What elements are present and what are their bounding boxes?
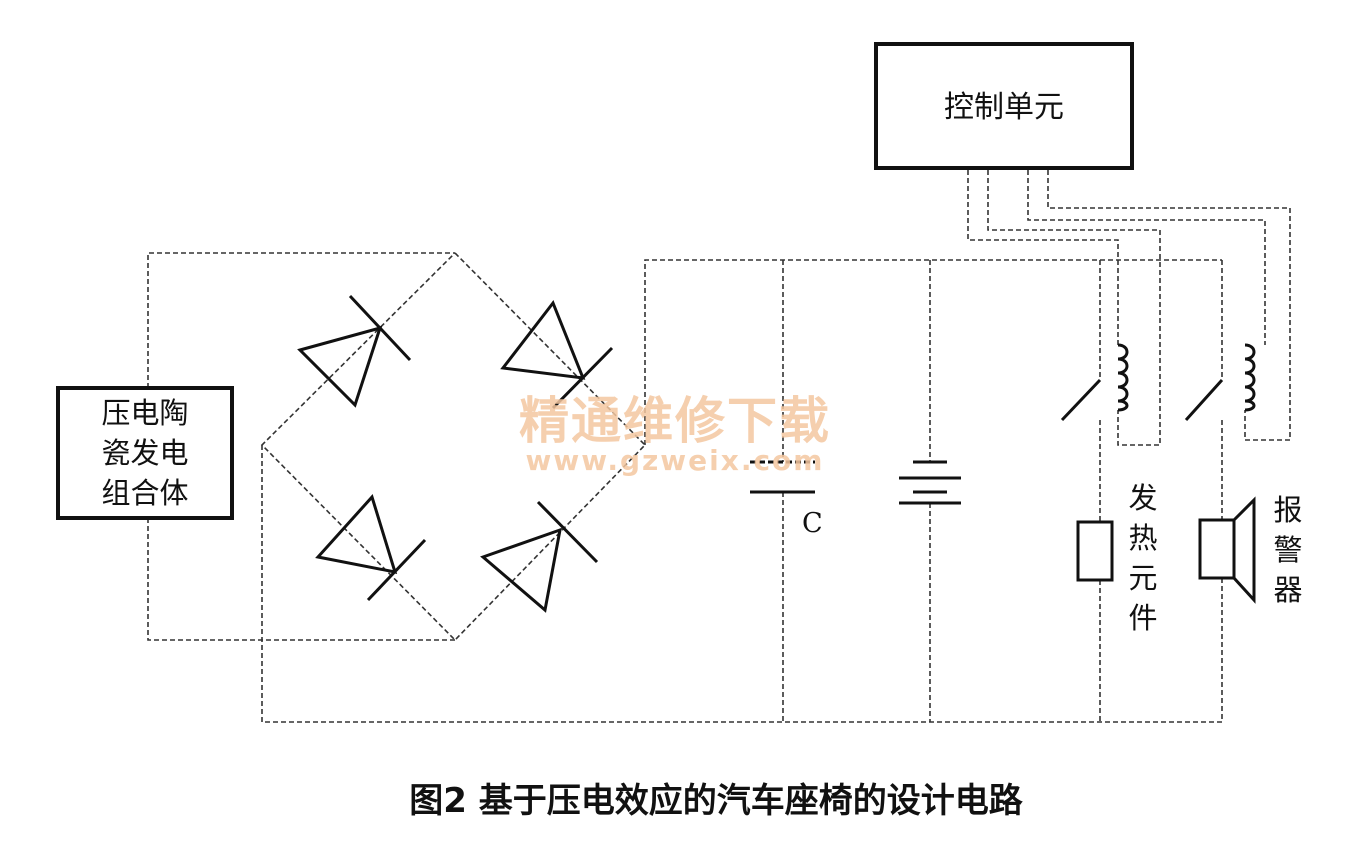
wire-control-3 — [1027, 170, 1266, 345]
diode-bottom-right — [480, 500, 599, 613]
relay-heater-coil — [1117, 343, 1129, 412]
watermark-title: 精通维修下载 — [519, 392, 831, 450]
wire-control-1 — [967, 170, 1119, 345]
wire-bridge-positive — [644, 259, 1222, 445]
battery — [899, 460, 961, 505]
speaker-cone-icon — [1232, 496, 1256, 604]
heater-label-4: 件 — [1128, 601, 1157, 635]
bridge-rectifier — [297, 294, 614, 613]
speaker-body-icon — [1198, 518, 1236, 580]
wire-control-4 — [1047, 170, 1291, 441]
circuit-wires — [147, 170, 1291, 723]
control-unit: 控制单元 — [874, 42, 1134, 170]
diode-bottom-left — [315, 494, 427, 602]
wire-generator-bottom — [147, 518, 455, 641]
generator-label-line2: 瓷发电 — [101, 436, 188, 470]
relay-heater — [1060, 343, 1129, 422]
wire-bridge-diamond — [260, 252, 647, 642]
capacitor-label: C — [802, 508, 823, 539]
figure-caption: 图2 基于压电效应的汽车座椅的设计电路 — [409, 781, 1023, 821]
capacitor: C — [750, 460, 823, 539]
alarm-speaker: 报 警 器 — [1198, 493, 1303, 607]
heater-element: 发 热 元 件 — [1076, 481, 1158, 635]
watermark: 精通维修下载 www.gzweix.com — [519, 392, 831, 477]
wire-control-2 — [987, 170, 1161, 446]
wire-bridge-negative — [261, 445, 1222, 723]
wire-generator-top — [147, 252, 455, 388]
diode-top-right — [500, 299, 614, 410]
relay-alarm-switch — [1184, 378, 1224, 422]
control-unit-label: 控制单元 — [944, 90, 1064, 125]
piezo-generator-box — [56, 386, 234, 520]
watermark-url: www.gzweix.com — [526, 444, 825, 477]
generator-label-line3: 组合体 — [101, 476, 188, 510]
generator-label-line1: 压电陶 — [101, 396, 188, 430]
alarm-label-3: 器 — [1273, 573, 1302, 607]
control-unit-box — [874, 42, 1134, 170]
relay-heater-switch — [1060, 378, 1102, 422]
alarm-label-2: 警 — [1273, 533, 1302, 567]
piezo-generator: 压电陶 瓷发电 组合体 — [56, 386, 234, 520]
relay-alarm-coil — [1244, 343, 1256, 412]
relay-alarm — [1184, 343, 1256, 422]
heater-label-2: 热 — [1128, 521, 1157, 555]
diode-top-left — [297, 294, 412, 408]
heater-label-3: 元 — [1128, 561, 1157, 595]
heater-resistor — [1076, 520, 1114, 582]
alarm-label-1: 报 — [1273, 493, 1302, 527]
heater-label-1: 发 — [1128, 481, 1157, 515]
